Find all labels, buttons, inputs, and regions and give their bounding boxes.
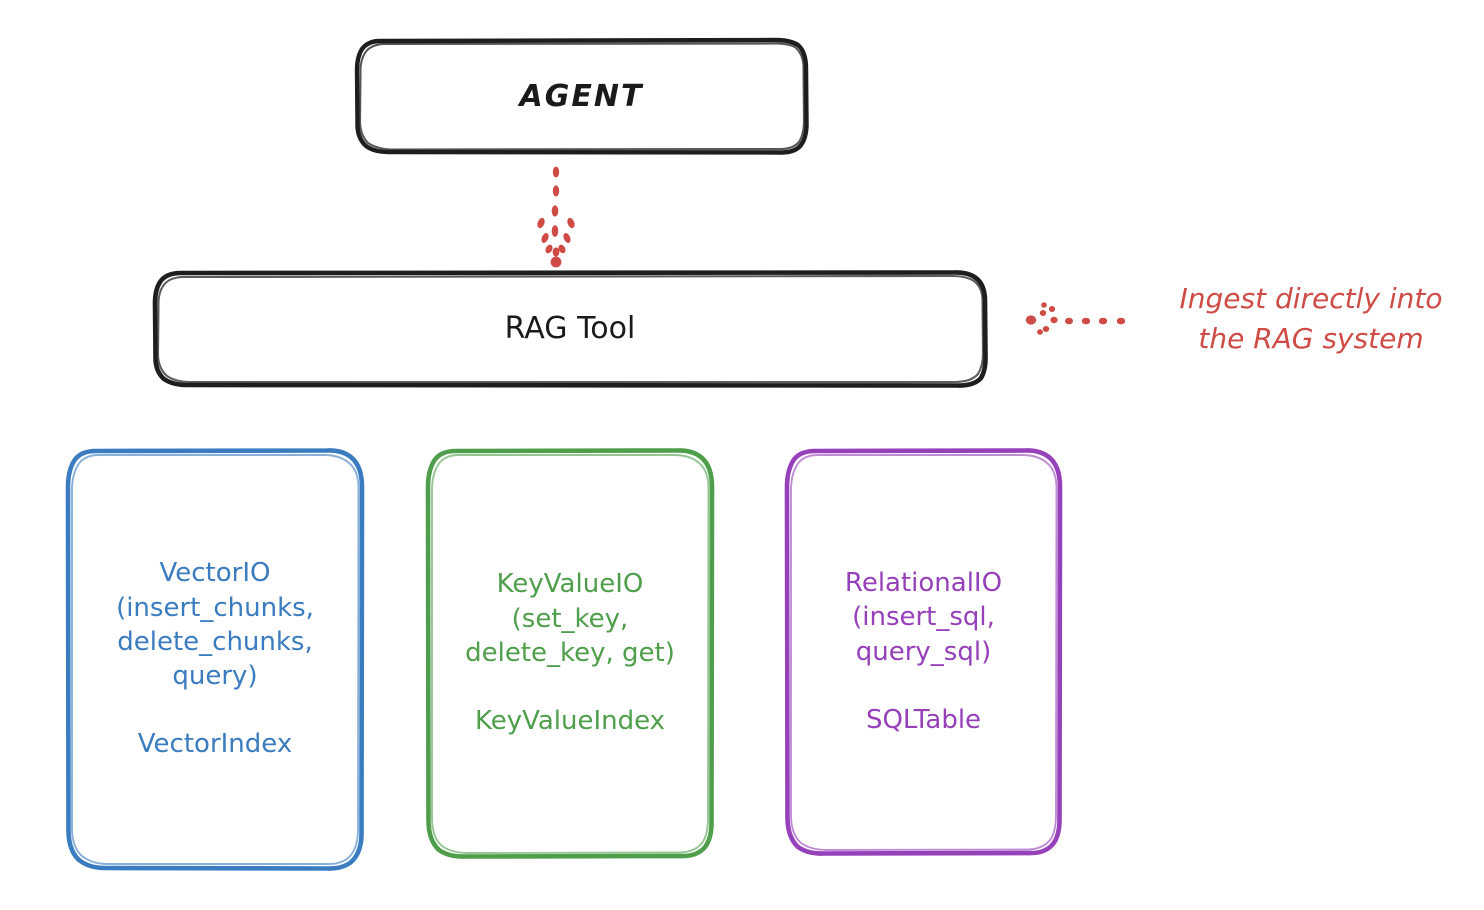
keyvalueio-node[interactable] (428, 450, 712, 856)
agent-node[interactable] (357, 40, 806, 152)
vectorio-node[interactable] (68, 450, 362, 868)
relationalio-node[interactable] (787, 450, 1060, 853)
agent-to-rag-arrow (537, 166, 575, 268)
rag-tool-node[interactable] (155, 272, 985, 385)
ingest-annotation-text: Ingest directly into the RAG system (1179, 282, 1443, 355)
ingest-arrow (1025, 302, 1126, 335)
